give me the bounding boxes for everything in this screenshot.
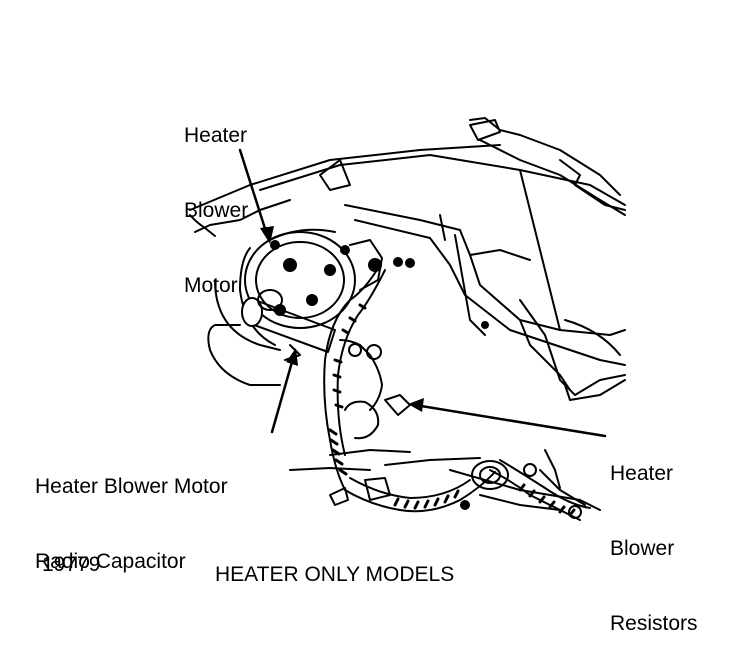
figure-caption: HEATER ONLY MODELS [215, 563, 455, 586]
capacitor-label: Heater Blower Motor Radio Capacitor [35, 424, 228, 599]
blower-motor [214, 228, 403, 351]
resistors-leader [413, 403, 607, 438]
leader-lines [238, 148, 607, 438]
leader-arrowheads [260, 226, 424, 412]
resistors-label-line: Resistors [610, 612, 698, 635]
fasteners [405, 258, 582, 519]
resistors-label: Heater Blower Resistors [610, 411, 698, 661]
capacitor-label-line: Heater Blower Motor [35, 475, 228, 498]
harness-wrap [328, 303, 576, 517]
resistors-label-line: Heater [610, 462, 674, 485]
blower-motor-label-line: Motor [184, 274, 238, 297]
radio-capacitor [207, 289, 336, 386]
capacitor-leader [270, 353, 296, 434]
blower-motor-label: Heater Blower Motor [184, 73, 248, 323]
figure-number: 19779 [42, 553, 101, 576]
resistors-label-line: Blower [610, 537, 675, 560]
wiring-harness [323, 264, 591, 521]
blower-motor-arrow [260, 226, 274, 244]
blower-motor-label-line: Heater [184, 124, 248, 147]
blower-motor-label-line: Blower [184, 199, 249, 222]
body-panels [344, 169, 626, 401]
capacitor-arrow [286, 348, 298, 366]
lower-panel-lines [289, 449, 601, 511]
capacitor-label-line: Radio Capacitor [35, 550, 186, 573]
resistors-arrow [408, 398, 424, 412]
dash-panel-outline [189, 117, 626, 237]
blower-motor-leader [238, 148, 270, 240]
